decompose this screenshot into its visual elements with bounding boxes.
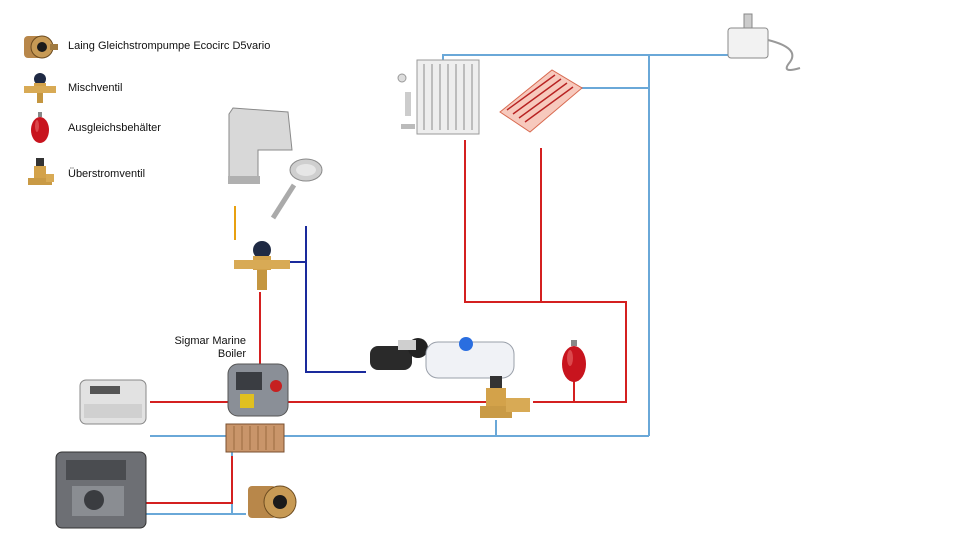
expansion-tank	[562, 340, 586, 382]
legend-label-expansion-tank: Ausgleichsbehälter	[68, 122, 161, 134]
fresh-water-line	[305, 226, 366, 373]
header-tank	[727, 13, 801, 71]
overflow-valve-icon	[18, 156, 62, 192]
legend-label-pump: Laing Gleichstrompumpe Ecocirc D5vario	[68, 40, 271, 52]
legend-item-pump: Laing Gleichstrompumpe Ecocirc D5vario	[18, 28, 270, 64]
boiler-label: Sigmar Marine Boiler	[150, 335, 246, 361]
hot-lines	[145, 140, 627, 504]
boiler-label-line1: Sigmar Marine	[174, 335, 246, 347]
mixing-valve	[234, 241, 290, 290]
mixing-valve-icon	[18, 70, 62, 106]
legend-item-overflow-valve: Überstromventil	[18, 156, 145, 192]
fresh-water-pump	[370, 338, 428, 370]
hot-line-engine	[145, 456, 233, 504]
overflow-valve	[480, 376, 530, 418]
legend-label-mixing-valve: Mischventil	[68, 82, 123, 94]
floor-heating-mat	[499, 69, 583, 133]
shower-head	[270, 158, 323, 220]
hot-line-radiator	[464, 140, 627, 403]
engine	[55, 451, 147, 529]
legend-label-overflow-valve: Überstromventil	[68, 168, 146, 180]
legend-item-mixing-valve: Mischventil	[18, 70, 122, 106]
circulation-pump	[248, 485, 297, 519]
diesel-heater	[79, 379, 147, 425]
fresh-water-tank	[425, 337, 515, 379]
heat-exchanger	[225, 423, 285, 453]
faucet	[228, 107, 293, 184]
boiler	[227, 363, 289, 417]
expansion-tank-icon	[18, 110, 62, 146]
pump-icon	[18, 28, 62, 64]
boiler-label-line2: Boiler	[217, 348, 246, 360]
legend-item-expansion-tank: Ausgleichsbehälter	[18, 110, 161, 146]
fresh-water-lines	[290, 226, 366, 373]
radiator	[397, 59, 480, 135]
return-line-top	[442, 54, 728, 82]
